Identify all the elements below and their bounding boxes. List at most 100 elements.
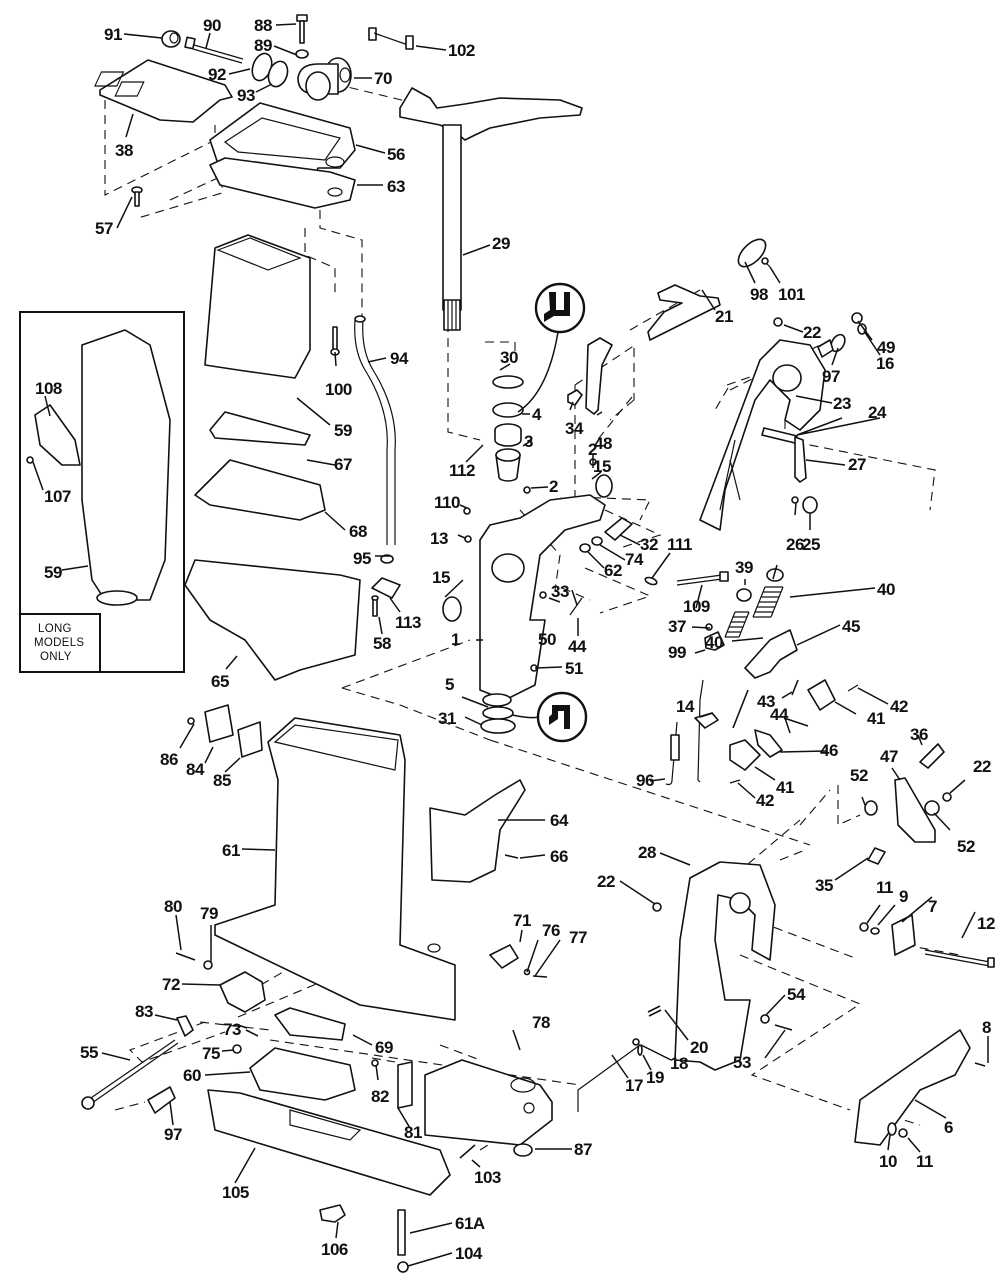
part-9-washer — [870, 927, 880, 935]
callout-74: 74 — [625, 550, 644, 569]
part-69-seal — [274, 1007, 346, 1041]
part-97-bushing-lower — [147, 1086, 176, 1114]
callout-103: 103 — [474, 1168, 501, 1187]
part-95-grommet — [380, 554, 394, 564]
callout-46: 46 — [820, 741, 838, 760]
part-55-bolt — [81, 1039, 179, 1110]
part-78-fairing — [424, 1059, 553, 1146]
part-113-plate — [371, 577, 401, 599]
part-32-pin — [604, 517, 633, 541]
part-102-ground-strap — [368, 27, 414, 50]
part-33-pin — [569, 597, 583, 616]
callout-17: 17 — [625, 1076, 643, 1095]
callout-11-lower: 11 — [916, 1152, 933, 1171]
callout-26: 26 — [786, 535, 804, 554]
part-11-nut-upper — [859, 922, 869, 932]
callout-38: 38 — [115, 141, 133, 160]
part-63-gasket — [209, 157, 356, 209]
callout-91: 91 — [104, 25, 122, 44]
callout-36: 36 — [910, 725, 928, 744]
part-62-washer — [579, 543, 591, 553]
callout-96: 96 — [636, 771, 654, 790]
callout-6: 6 — [944, 1118, 953, 1137]
callout-37: 37 — [668, 617, 686, 636]
callout-106: 106 — [321, 1240, 348, 1259]
callout-67: 67 — [334, 455, 352, 474]
part-50-spring — [539, 591, 547, 599]
part-4-seal — [492, 402, 524, 418]
callout-71: 71 — [513, 911, 531, 930]
part-57-screw — [131, 186, 143, 207]
part-43-spring-b — [791, 679, 799, 696]
part-24-pin — [761, 427, 798, 444]
part-19-clip — [637, 1044, 643, 1056]
lubricate-symbol-lower — [511, 691, 588, 743]
part-25-washer — [802, 496, 818, 514]
inset-frame — [19, 311, 185, 673]
part-98-lever — [737, 238, 767, 268]
part-30-washer — [492, 375, 524, 389]
part-18-pin — [632, 1038, 640, 1046]
part-109-bolt — [676, 571, 729, 586]
callout-55: 55 — [80, 1043, 98, 1062]
part-40-spring-left — [724, 611, 750, 638]
part-53-bolt — [774, 1024, 793, 1031]
part-6-side-plate — [854, 1029, 971, 1146]
callout-87: 87 — [574, 1140, 592, 1159]
part-97-bushing-upper — [817, 333, 846, 358]
part-48-tilt-link — [585, 337, 613, 415]
part-90-bolt — [184, 36, 244, 64]
part-79-washer — [203, 960, 213, 970]
callout-60: 60 — [183, 1066, 201, 1085]
callout-22-top: 22 — [803, 323, 821, 342]
callout-83: 83 — [135, 1002, 153, 1021]
callout-98: 98 — [750, 285, 768, 304]
callout-93: 93 — [237, 86, 255, 105]
callout-2-lower: 2 — [549, 477, 558, 496]
callout-1: 1 — [451, 630, 460, 649]
callout-9: 9 — [899, 887, 908, 906]
callout-84: 84 — [186, 760, 205, 779]
part-64-cover — [429, 779, 526, 883]
callout-97-top: 97 — [822, 367, 840, 386]
part-39-cap-upper — [766, 568, 784, 582]
part-108-plate — [34, 404, 81, 466]
callout-42-lower: 42 — [756, 791, 774, 810]
part-34-pin — [567, 389, 583, 406]
callout-105: 105 — [222, 1183, 249, 1202]
callout-19: 19 — [646, 1068, 664, 1087]
part-83-clip — [176, 1015, 194, 1037]
callout-104: 104 — [455, 1244, 483, 1263]
long-models-inset: LONG MODELS ONLY — [19, 311, 185, 673]
part-93-washer — [267, 60, 289, 88]
part-52-washer-left — [864, 800, 878, 816]
callout-23: 23 — [833, 394, 851, 413]
part-65-inner-exhaust — [184, 559, 361, 681]
part-106-pad — [319, 1204, 346, 1223]
part-22-nut-lower — [652, 902, 662, 912]
part-105-lower-pan — [207, 1089, 451, 1196]
part-112-bushing — [494, 423, 522, 447]
callout-82: 82 — [371, 1087, 389, 1106]
callout-54: 54 — [787, 985, 806, 1004]
part-60-plate — [249, 1047, 356, 1101]
callout-15-lower: 15 — [432, 568, 450, 587]
callout-25: 25 — [802, 535, 820, 554]
part-81-plate — [397, 1061, 413, 1109]
part-73-screw — [245, 1029, 259, 1037]
part-40-spring-right — [752, 586, 784, 618]
callout-28: 28 — [638, 843, 656, 862]
callout-16: 16 — [876, 354, 894, 373]
part-15-washer-lower — [442, 596, 462, 622]
callout-65: 65 — [211, 672, 229, 691]
callout-50: 50 — [538, 630, 556, 649]
callout-43: 43 — [757, 692, 775, 711]
callout-92: 92 — [208, 65, 226, 84]
part-17-rod — [577, 1044, 641, 1112]
parts — [81, 14, 995, 1273]
callout-73: 73 — [223, 1020, 241, 1039]
leader-lines — [32, 23, 989, 1267]
callout-59-inset: 59 — [44, 563, 62, 582]
part-68-gasket — [194, 459, 326, 521]
callout-79: 79 — [200, 904, 218, 923]
